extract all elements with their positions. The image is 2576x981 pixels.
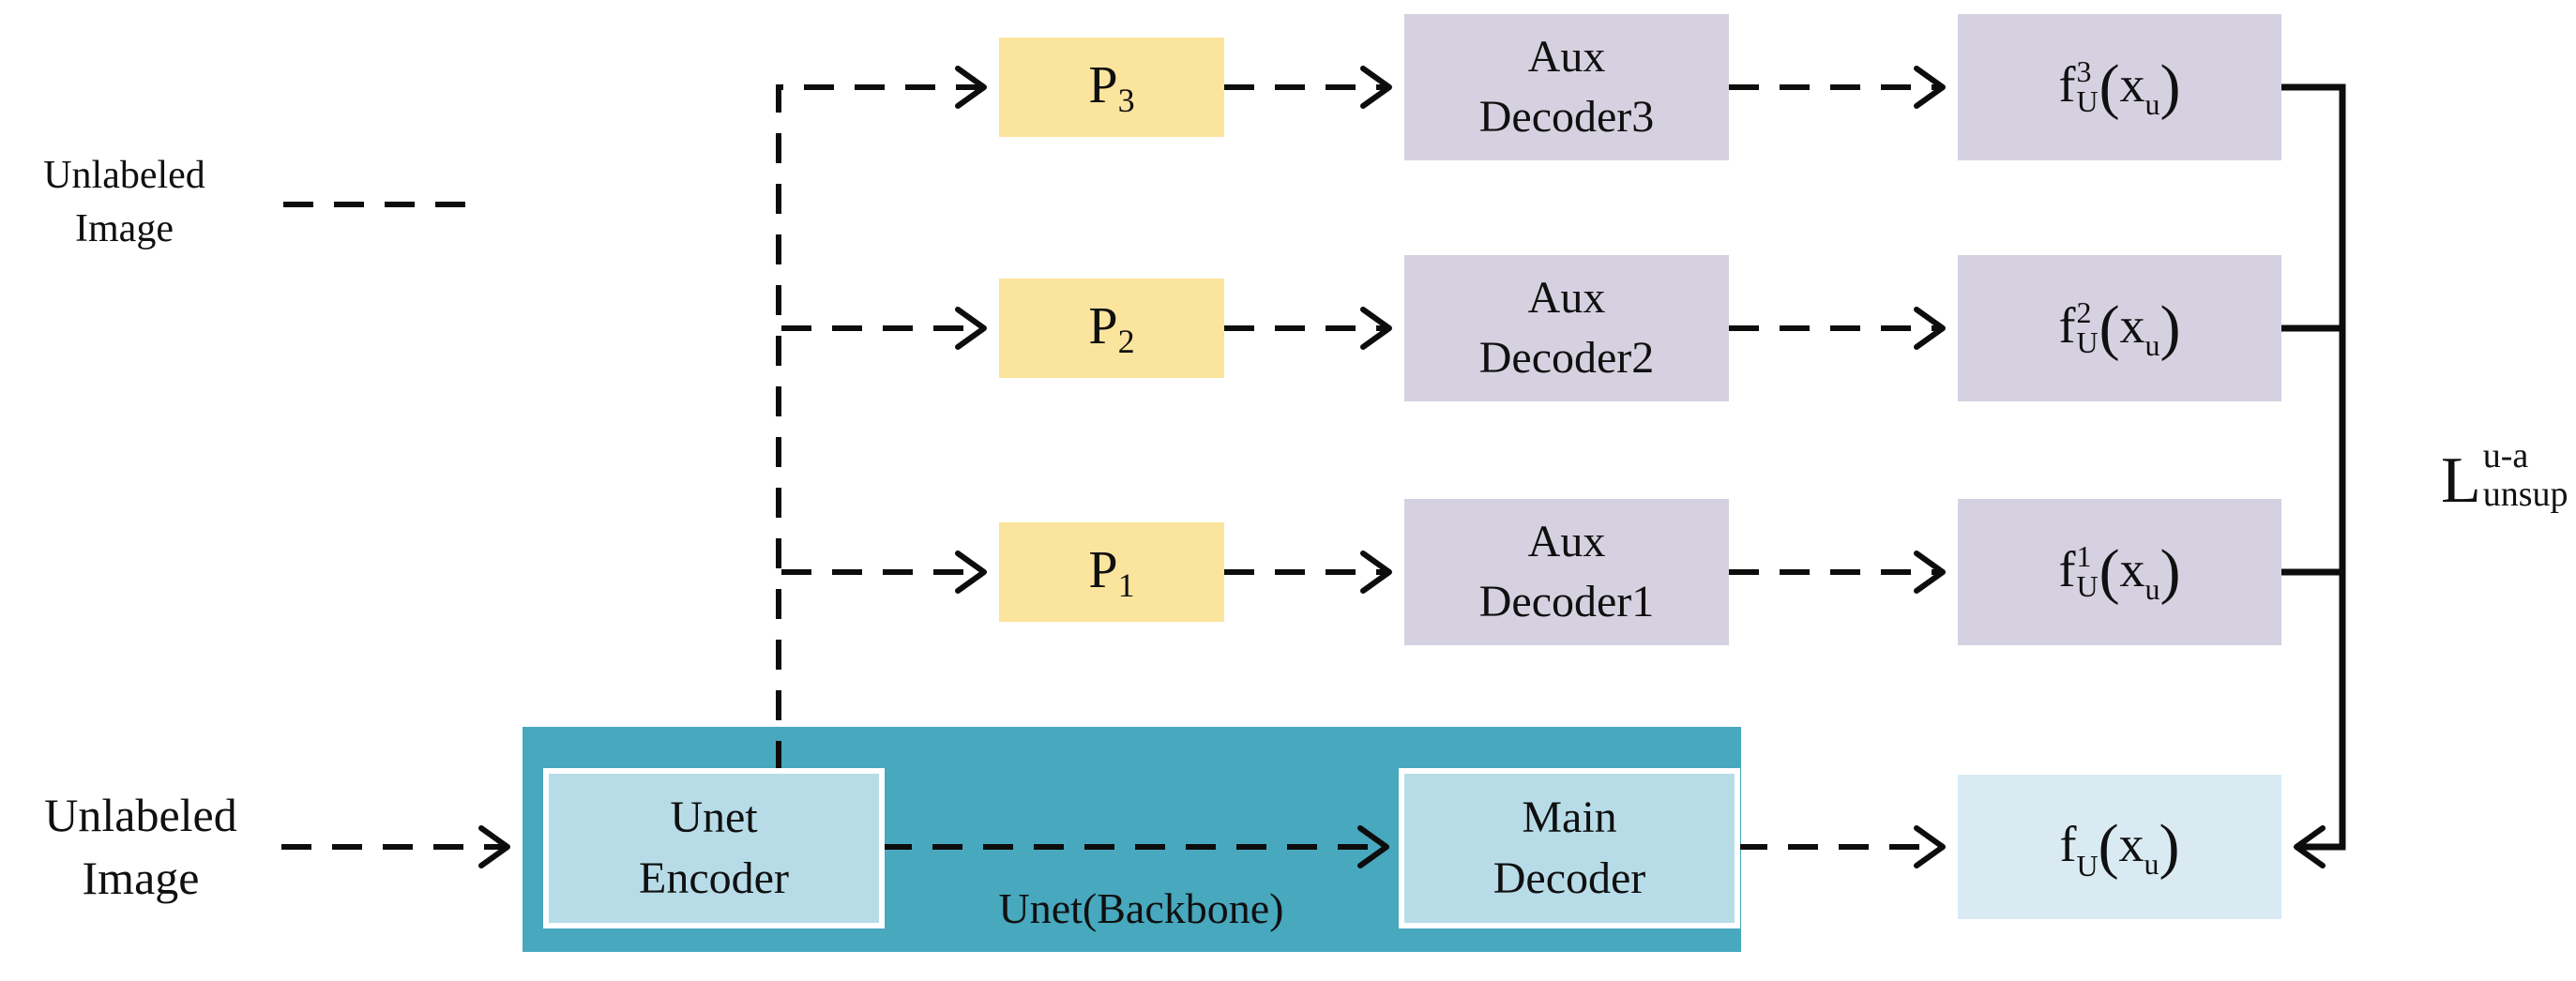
aux-decoder3-box [1404, 14, 1729, 160]
fmain-arg-sub: u [2144, 846, 2159, 881]
fmain-close-paren: ) [2159, 811, 2180, 881]
f2-sup: 2 [2076, 294, 2092, 329]
aux2-line1: Aux [1527, 272, 1606, 323]
p3-subscript: 3 [1117, 81, 1135, 119]
main-decoder-label: Main Decoder [1402, 771, 1737, 926]
f1-sup: 1 [2076, 538, 2092, 573]
main-decoder-box [1399, 768, 1740, 928]
f3-arg-sub: u [2144, 87, 2160, 121]
f3-sub: U [2076, 83, 2099, 118]
aux-output2-box [1958, 255, 2281, 401]
f1-close-paren: ) [2159, 537, 2181, 606]
aux-output3-box [1958, 14, 2281, 160]
perturbation-box-p1 [999, 522, 1224, 622]
input-line1: Unlabeled [44, 789, 237, 841]
legend-label: Unlabeled Image [9, 139, 239, 265]
backbone-caption: Unet(Backbone) [883, 874, 1400, 942]
backbone-caption-text: Unet(Backbone) [998, 883, 1284, 932]
perturbation-box-p2 [999, 279, 1224, 378]
aux-output1-box [1958, 499, 2281, 645]
loss-label: L u-a unsup [2441, 430, 2568, 533]
loss-base: L [2441, 445, 2481, 517]
f1-open-paren: ( [2099, 537, 2120, 606]
p1-label: P1 [999, 522, 1224, 622]
p2-label: P2 [999, 279, 1224, 378]
aux1-line2: Decoder1 [1478, 577, 1655, 626]
f2-func: f [2058, 297, 2076, 354]
f1-arg-sub: u [2144, 572, 2160, 606]
loss-sup: u-a [2482, 435, 2529, 475]
f3-arg: x [2119, 56, 2145, 113]
legend-line1: Unlabeled [43, 154, 205, 198]
aux3-line2: Decoder3 [1478, 92, 1655, 142]
legend-line2: Image [75, 206, 174, 250]
f3-open-paren: ( [2099, 53, 2120, 121]
f2-close-paren: ) [2159, 294, 2181, 362]
encoder-line2: Encoder [639, 853, 789, 903]
f3-close-paren: ) [2159, 53, 2181, 121]
f2-sub: U [2076, 324, 2099, 359]
p3-symbol: P [1088, 55, 1118, 114]
decoder-line2: Decoder [1493, 853, 1646, 903]
p1-subscript: 1 [1117, 566, 1135, 604]
unlabeled-image-text: Unlabeled Image [44, 784, 236, 910]
fmain-sub: U [2076, 848, 2099, 883]
aux-decoder2-label: Aux Decoder2 [1404, 255, 1729, 401]
p3-label: P3 [999, 38, 1224, 137]
aux3-line1: Aux [1527, 31, 1606, 82]
f2-arg: x [2119, 297, 2145, 354]
fmain-open-paren: ( [2098, 811, 2119, 881]
p2-symbol: P [1088, 296, 1118, 355]
fmain-arg: x [2118, 815, 2144, 872]
perturbation-box-p3 [999, 38, 1224, 137]
f3-sup: 3 [2076, 53, 2092, 88]
legend-text: Unlabeled Image [43, 149, 205, 255]
input-line2: Image [82, 852, 200, 904]
unet-encoder-label: Unet Encoder [546, 771, 882, 926]
encoder-line1: Unet [670, 792, 758, 843]
loss-supsub: u-a unsup [2482, 435, 2568, 514]
f1-sub: U [2076, 568, 2099, 603]
f1-arg: x [2119, 541, 2145, 597]
f2-arg-sub: u [2144, 328, 2160, 362]
loss-bracket-line [2281, 83, 2346, 868]
aux1-line1: Aux [1527, 516, 1606, 566]
aux-decoder1-label: Aux Decoder1 [1404, 499, 1729, 645]
main-output-box [1958, 775, 2281, 919]
aux2-line2: Decoder2 [1478, 333, 1655, 383]
encoder-to-p3-dashed-arrow [776, 66, 987, 771]
f3-func: f [2058, 56, 2076, 113]
unet-encoder-box [543, 768, 885, 928]
aux-decoder2-box [1404, 255, 1729, 401]
p2-subscript: 2 [1117, 322, 1135, 360]
aux-decoder1-box [1404, 499, 1729, 645]
f1-func: f [2058, 541, 2076, 597]
decoder-line1: Main [1522, 792, 1617, 843]
p1-symbol: P [1088, 540, 1118, 599]
main-output-formula: fU(xu) [1958, 775, 2281, 919]
unlabeled-image-label: Unlabeled Image [0, 781, 281, 913]
f2-open-paren: ( [2099, 294, 2120, 362]
loss-sub: unsup [2482, 475, 2568, 514]
aux-decoder3-label: Aux Decoder3 [1404, 14, 1729, 160]
fmain-func: f [2059, 815, 2077, 872]
